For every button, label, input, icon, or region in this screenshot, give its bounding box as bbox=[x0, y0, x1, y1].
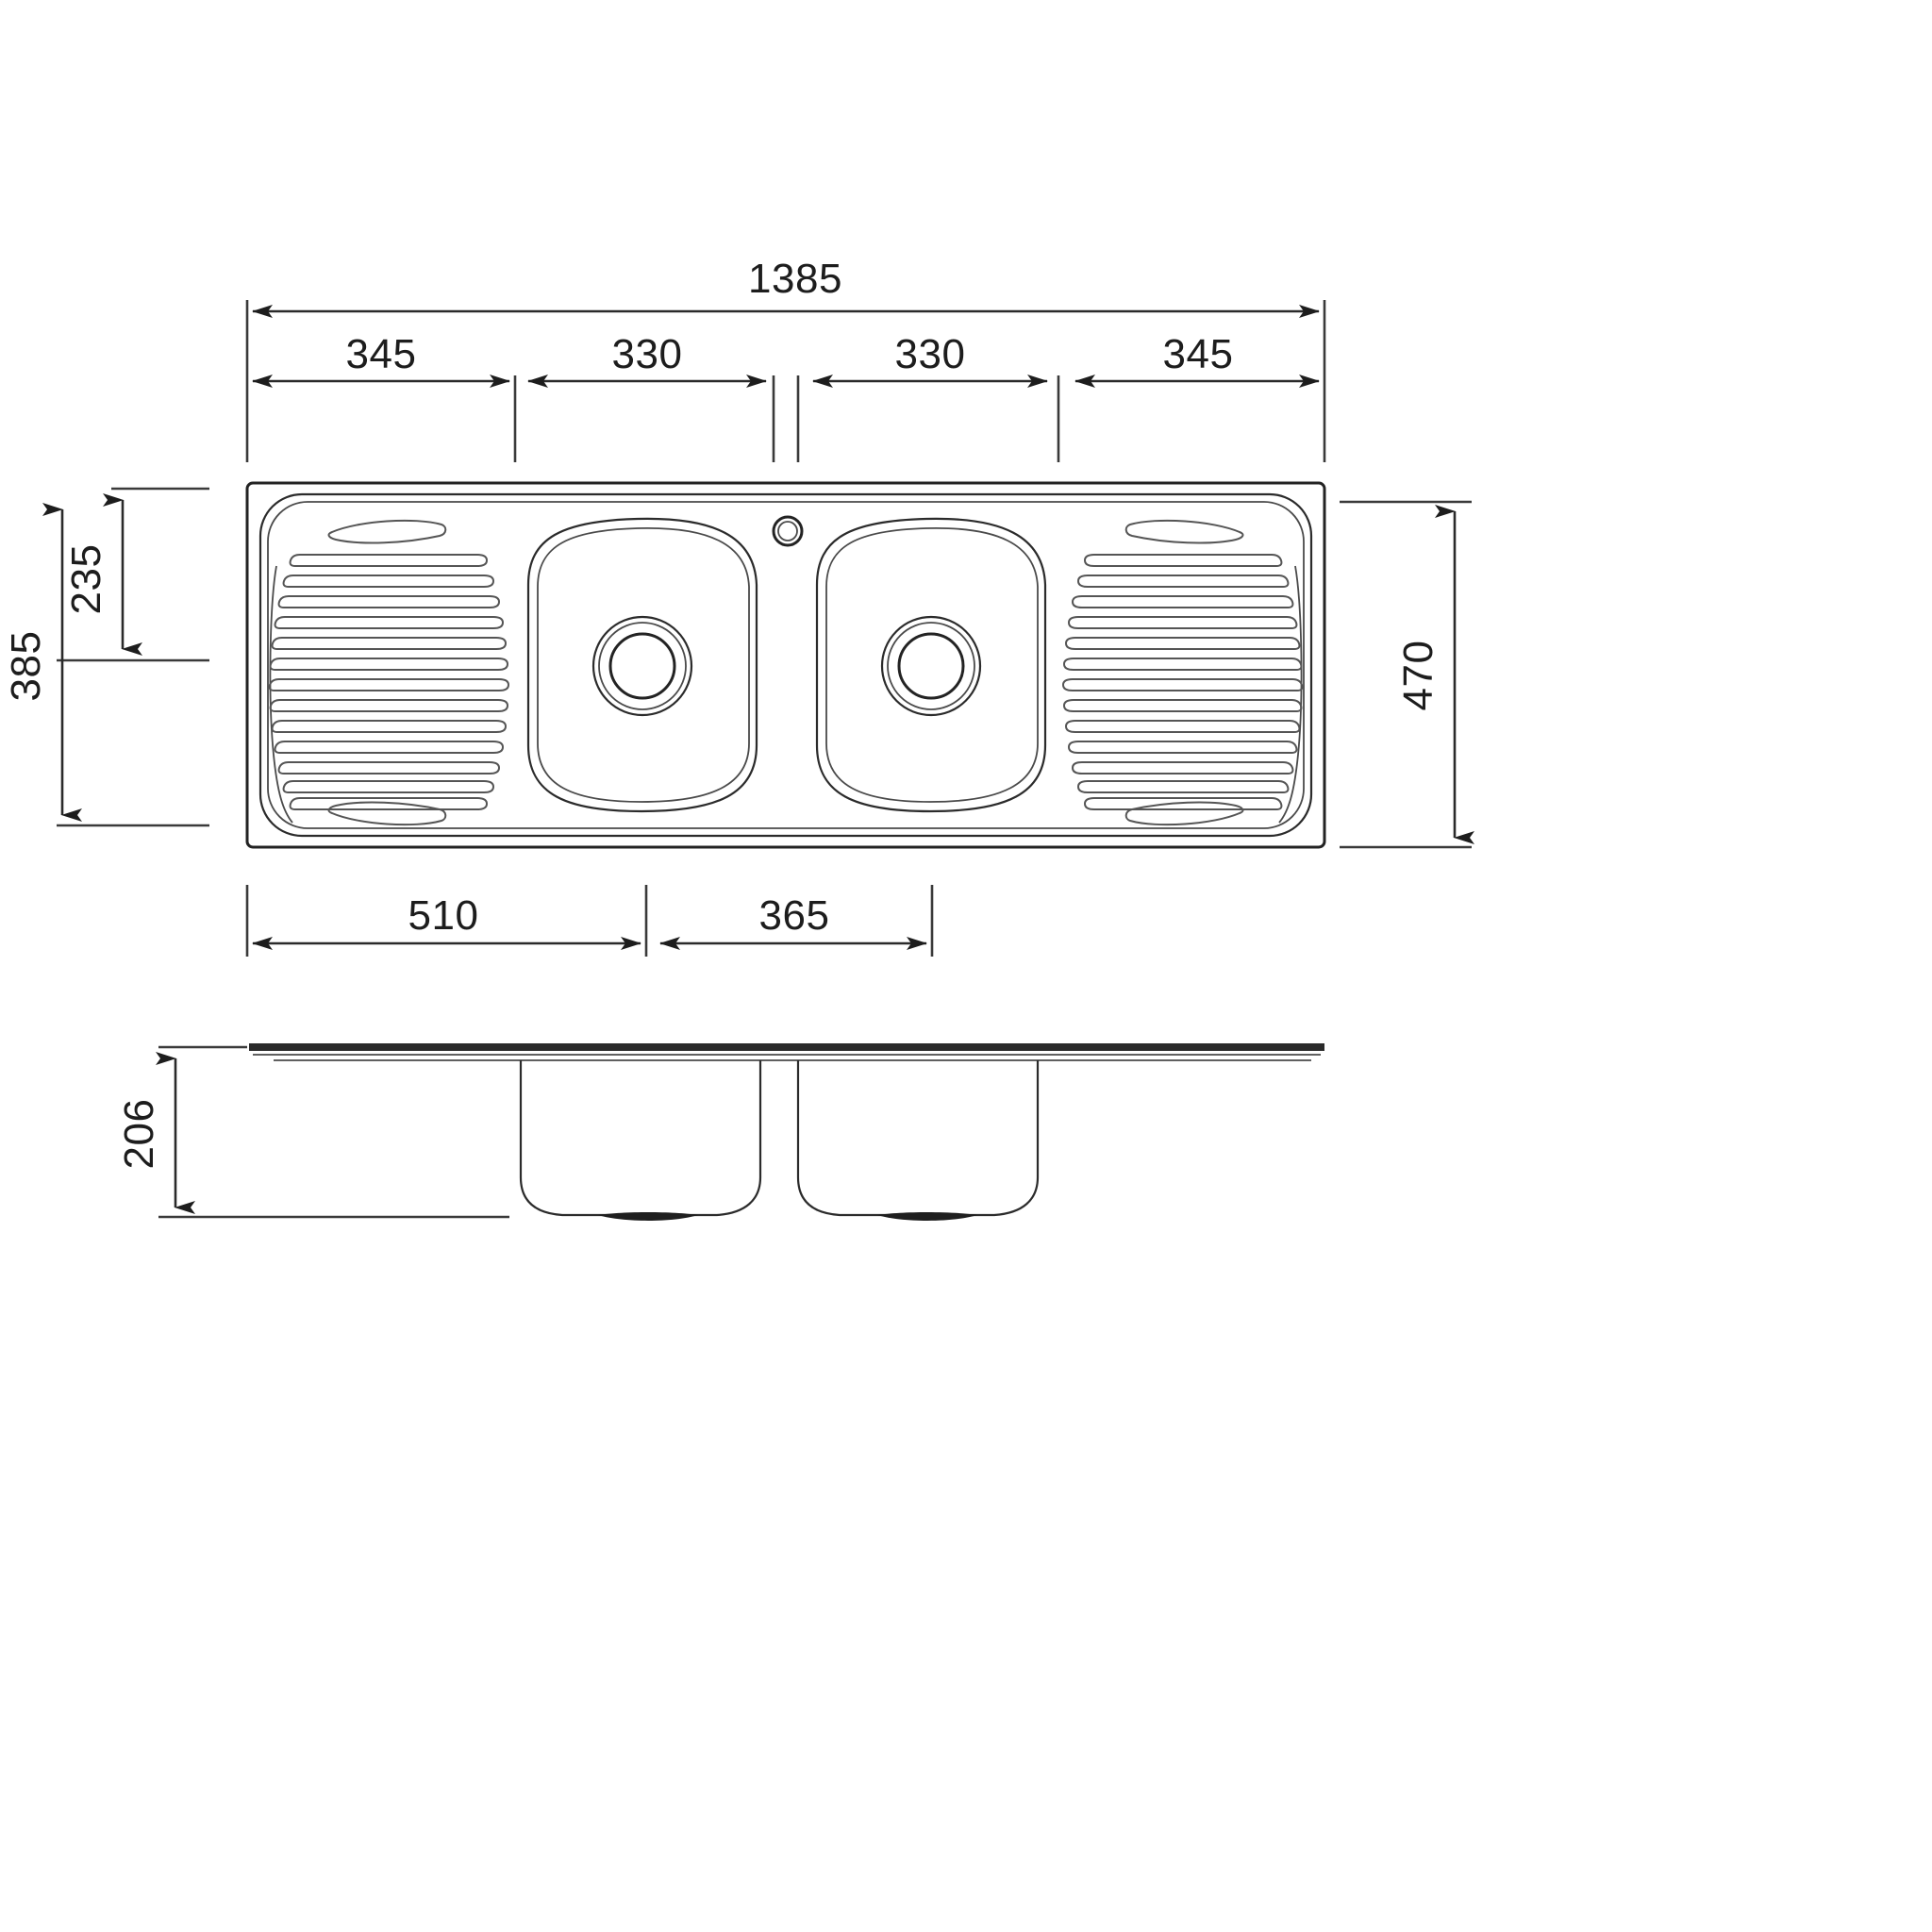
dim-label-right-drainer-width: 345 bbox=[1163, 331, 1234, 377]
dim-label-overall-length: 1385 bbox=[748, 256, 842, 302]
dim-label-overall-depth: 470 bbox=[1395, 641, 1441, 711]
segment-dimensions bbox=[252, 375, 1320, 462]
bowl-position-dimensions bbox=[245, 885, 934, 957]
tap-hole bbox=[772, 515, 804, 547]
drainer-right bbox=[1061, 519, 1304, 826]
sink-plan-outline bbox=[245, 481, 1326, 849]
dim-label-bowl-left-offset: 510 bbox=[408, 892, 479, 939]
right-vertical-dimension bbox=[1340, 500, 1474, 849]
bowl-left bbox=[526, 517, 758, 813]
dim-label-drainer-depth: 235 bbox=[63, 544, 109, 615]
dim-label-left-drainer-width: 345 bbox=[346, 331, 417, 377]
bowl-right bbox=[815, 517, 1047, 813]
dim-label-left-bowl-width: 330 bbox=[612, 331, 683, 377]
sink-elevation bbox=[158, 1043, 1324, 1221]
dim-label-bowl-span: 365 bbox=[759, 892, 830, 939]
overall-length-dimension bbox=[245, 300, 1326, 462]
dim-label-inner-depth: 385 bbox=[3, 631, 49, 702]
dim-label-right-bowl-width: 330 bbox=[895, 331, 966, 377]
dim-label-bowl-height: 206 bbox=[116, 1099, 162, 1170]
drainer-left bbox=[268, 519, 510, 826]
left-vertical-dimensions bbox=[42, 487, 209, 827]
